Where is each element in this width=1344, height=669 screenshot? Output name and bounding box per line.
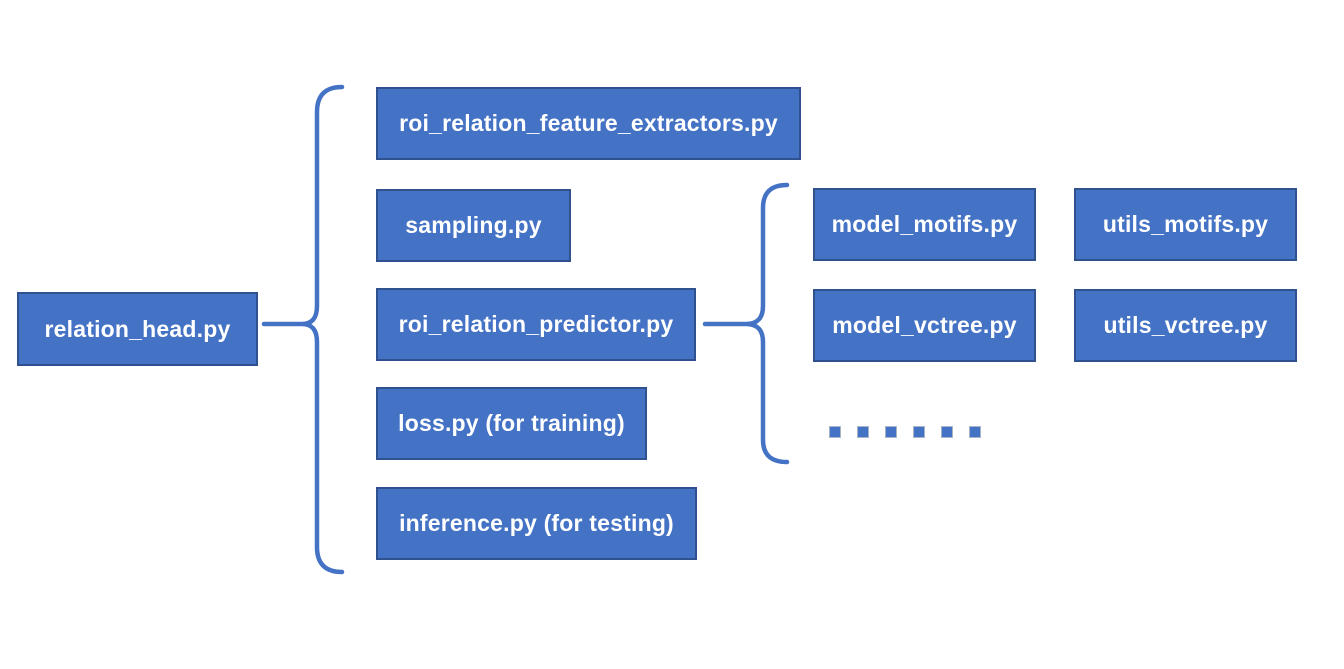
ellipsis-dot xyxy=(829,426,841,438)
ellipsis-dot xyxy=(857,426,869,438)
node-roi-relation-predictor: roi_relation_predictor.py xyxy=(376,288,696,361)
ellipsis-dot xyxy=(941,426,953,438)
ellipsis-dot xyxy=(885,426,897,438)
node-model-motifs: model_motifs.py xyxy=(813,188,1036,261)
ellipsis-dots xyxy=(829,426,981,438)
left-brace xyxy=(301,84,345,575)
node-label: model_vctree.py xyxy=(832,312,1017,338)
node-label: sampling.py xyxy=(405,212,542,238)
node-label: inference.py (for testing) xyxy=(399,510,674,536)
node-label: utils_motifs.py xyxy=(1102,211,1269,237)
node-relation-head: relation_head.py xyxy=(17,292,258,366)
ellipsis-dot xyxy=(969,426,981,438)
node-label: loss.py (for training) xyxy=(398,410,625,436)
node-loss: loss.py (for training) xyxy=(376,387,647,460)
node-label: model_motifs.py xyxy=(831,211,1018,237)
node-label: relation_head.py xyxy=(44,315,231,342)
right-brace xyxy=(745,182,790,465)
node-model-vctree: model_vctree.py xyxy=(813,289,1036,362)
node-label: utils_vctree.py xyxy=(1103,312,1268,338)
node-roi-relation-feature-extractors: roi_relation_feature_extractors.py xyxy=(376,87,801,160)
node-label: roi_relation_predictor.py xyxy=(398,311,674,337)
node-utils-motifs: utils_motifs.py xyxy=(1074,188,1297,261)
node-utils-vctree: utils_vctree.py xyxy=(1074,289,1297,362)
ellipsis-dot xyxy=(913,426,925,438)
node-sampling: sampling.py xyxy=(376,189,571,262)
node-label: roi_relation_feature_extractors.py xyxy=(399,110,778,136)
node-inference: inference.py (for testing) xyxy=(376,487,697,560)
